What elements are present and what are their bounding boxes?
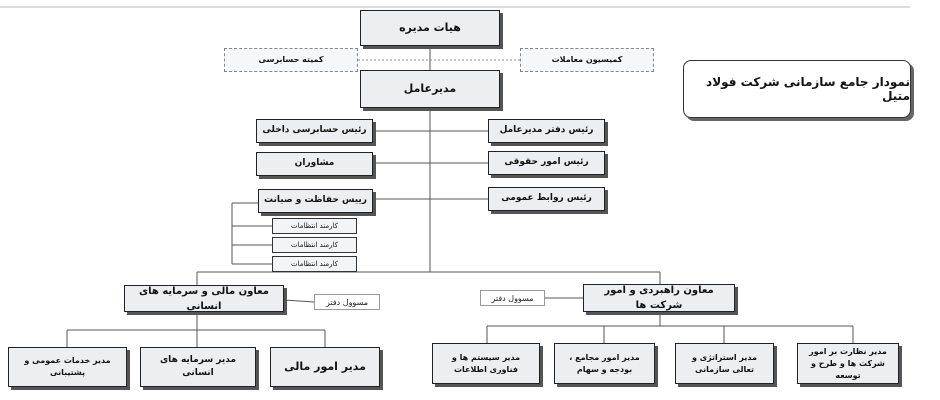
general-services-manager-box: مدیر خدمات عمومی و پشتیبانی bbox=[8, 347, 127, 387]
security-staff-3: کارمند انتظامات bbox=[272, 256, 357, 272]
chart-title: نمودار جامع سازمانی شرکت فولاد متیل bbox=[683, 60, 911, 118]
security-head-box: رییس حفاظت و صیانت bbox=[258, 189, 373, 213]
legal-affairs-box: رئیس امور حقوقی bbox=[488, 151, 605, 175]
assemblies-budget-manager-box: مدیر امور مجامع ، بودجه و سهام bbox=[554, 343, 655, 384]
advisors-box: مشاوران bbox=[256, 152, 373, 176]
deputy-strategy-box: معاون راهبردی و امور شرکت ها bbox=[583, 284, 735, 312]
security-staff-1: کارمند انتظامات bbox=[272, 218, 357, 234]
supervision-manager-box: مدیر نظارت بر امور شرکت ها و طرح و توسعه bbox=[797, 343, 899, 384]
strategy-manager-box: مدیر استراتژی و تعالی سازمانی bbox=[675, 343, 774, 384]
ceo-box: مدیرعامل bbox=[360, 70, 500, 108]
it-manager-box: مدیر سیستم ها و فناوری اطلاعات bbox=[432, 343, 540, 384]
finance-manager-box: مدیر امور مالی bbox=[270, 347, 380, 387]
deputy-finance-box: معاون مالی و سرمایه های انسانی bbox=[124, 285, 284, 312]
internal-audit-box: رئیس حسابرسی داخلی bbox=[256, 119, 373, 143]
security-staff-2: کارمند انتظامات bbox=[272, 237, 357, 253]
board-box: هیات مدیره bbox=[360, 10, 500, 46]
public-relations-box: رئیس روابط عمومی bbox=[488, 187, 605, 211]
audit-committee-box: کمیته حسابرسی bbox=[224, 48, 358, 72]
deputy-finance-office: مسوول دفتر bbox=[314, 294, 380, 310]
ceo-office-head-box: رئیس دفتر مدیرعامل bbox=[488, 119, 605, 143]
transactions-committee-box: کمیسیون معاملات bbox=[520, 48, 654, 72]
hr-manager-box: مدیر سرمایه های انسانی bbox=[140, 347, 256, 387]
deputy-strategy-office: مسوول دفتر bbox=[480, 290, 545, 306]
